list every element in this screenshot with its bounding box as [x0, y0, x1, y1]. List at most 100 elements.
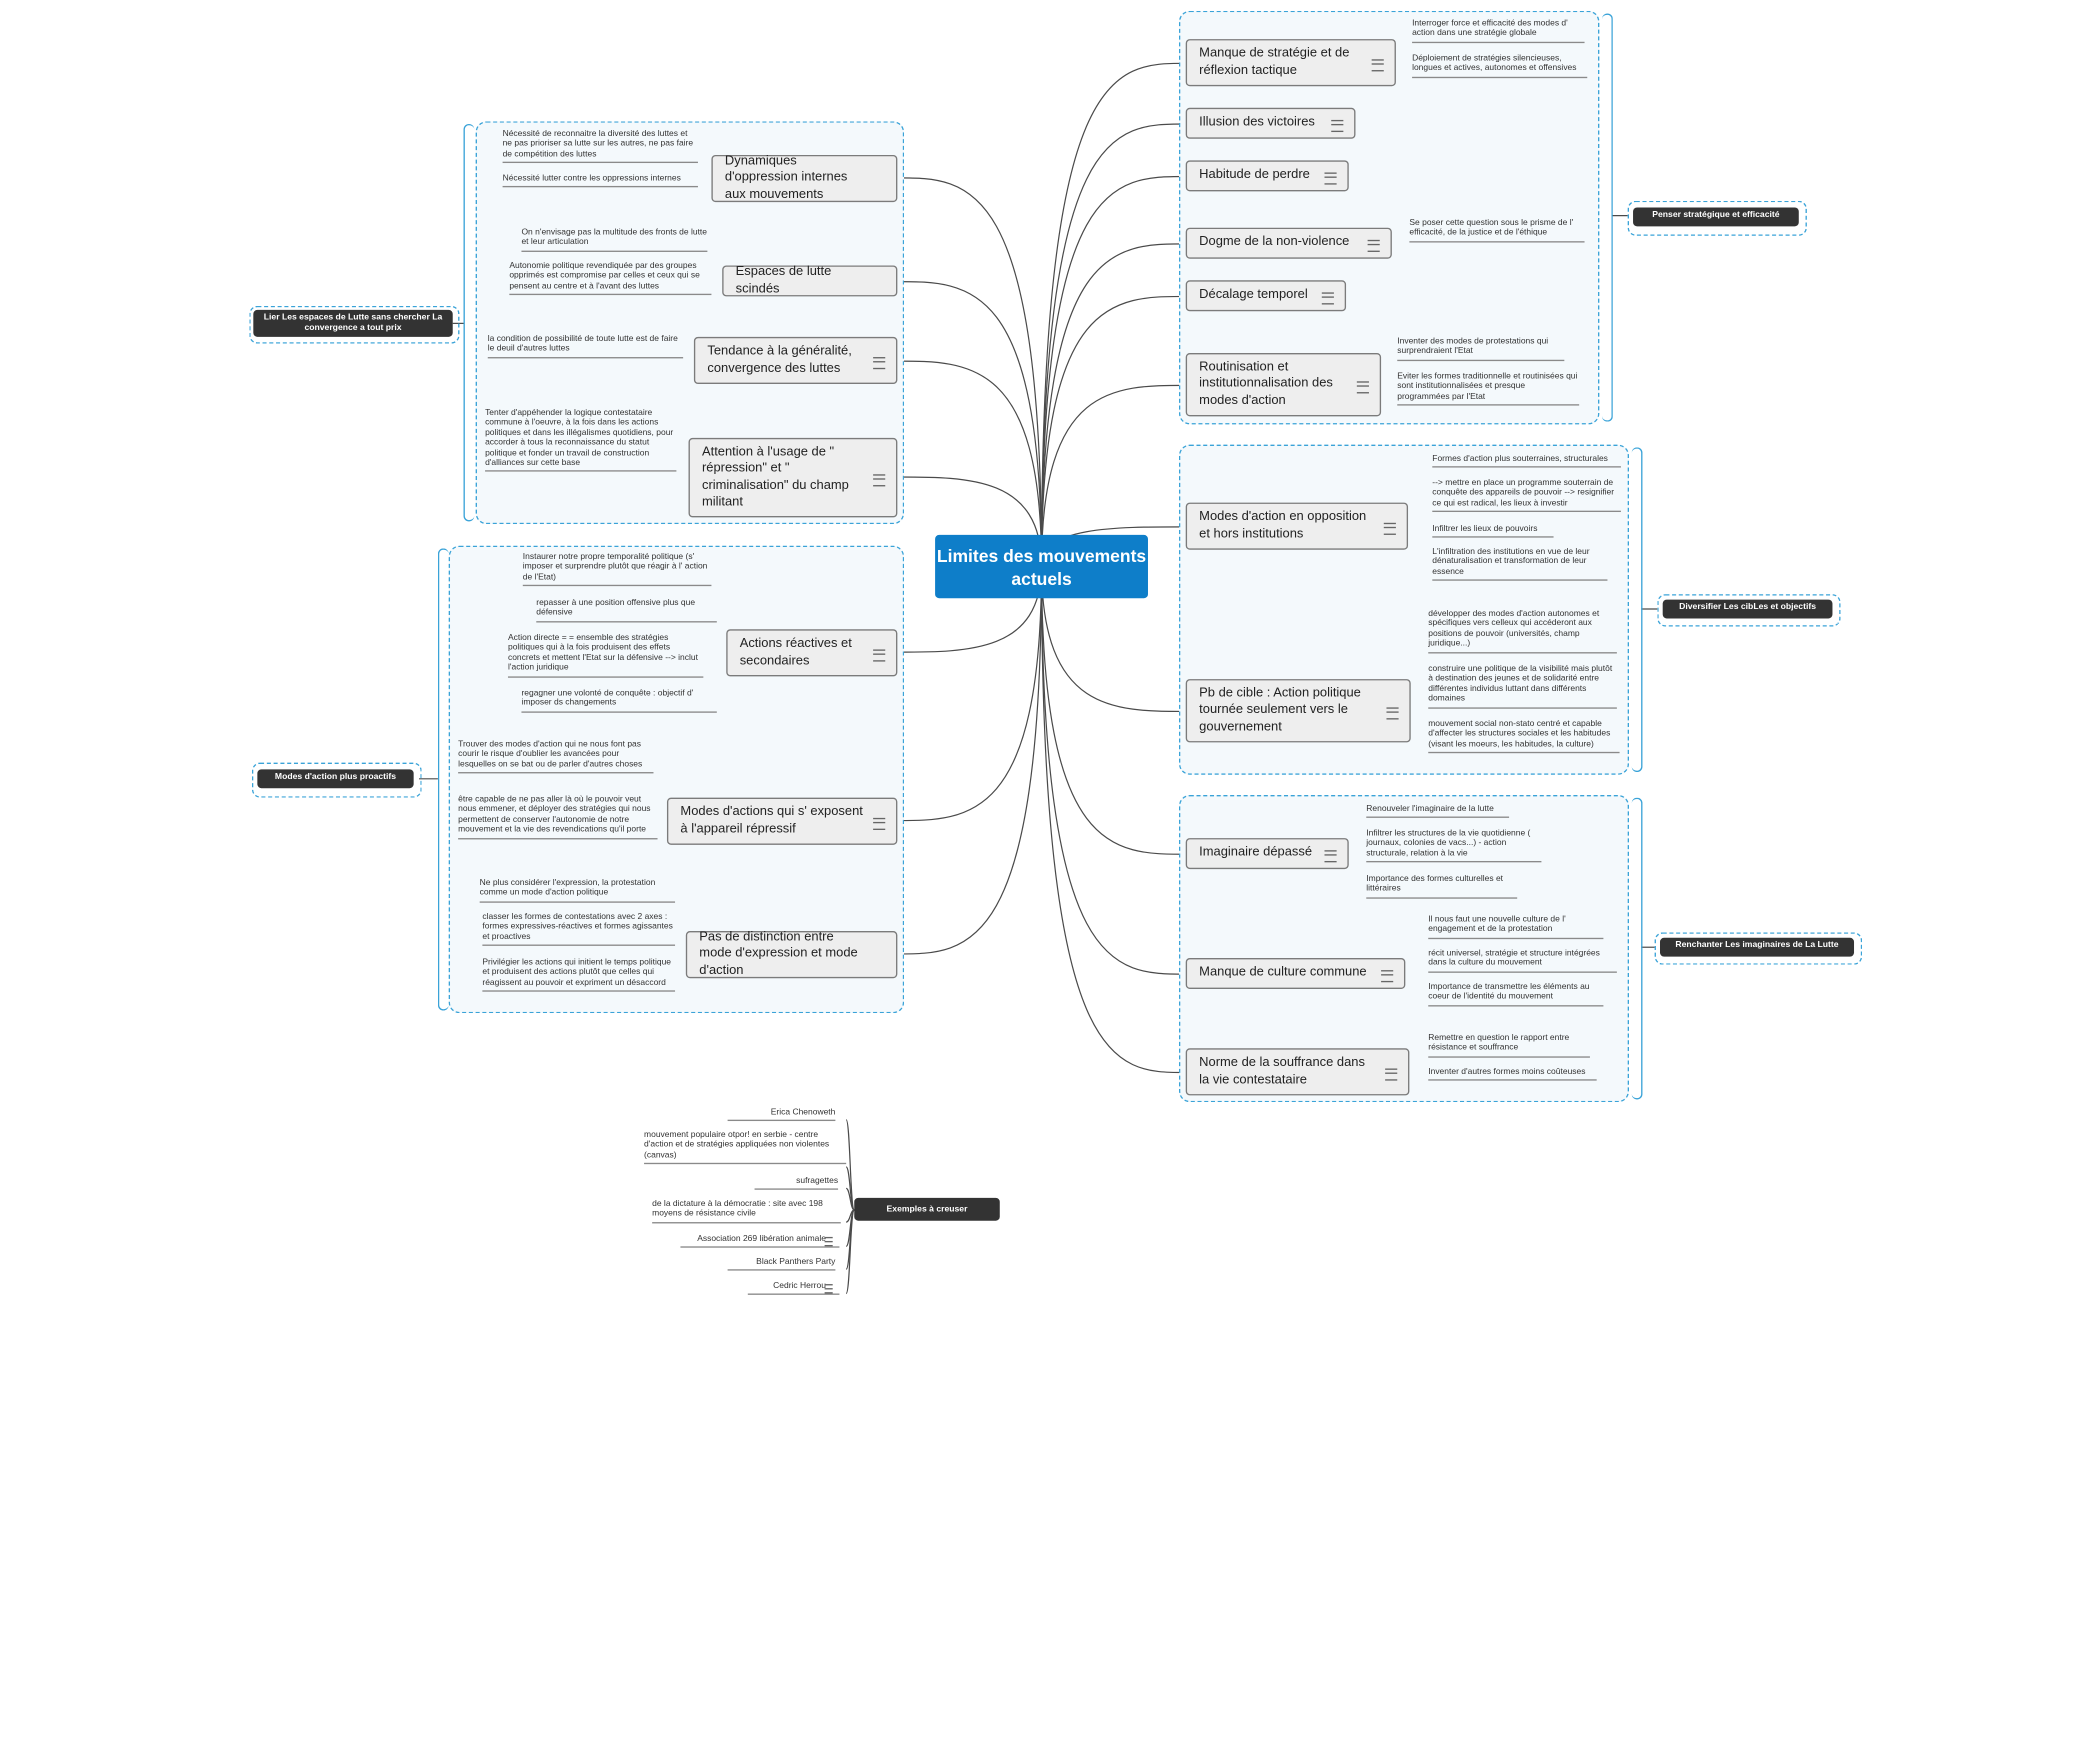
topic-label: Attention à l'usage de " répression" et …: [701, 444, 849, 509]
example-item[interactable]: Erica Chenoweth: [727, 1108, 836, 1122]
topic-attention-repression[interactable]: Attention à l'usage de " répression" et …: [688, 437, 898, 518]
subtopic-connector: [845, 1209, 855, 1295]
subtopic[interactable]: Ne plus considérer l'expression, la prot…: [479, 879, 676, 903]
connector-line: [1040, 243, 1186, 566]
topic-routinisation[interactable]: Routinisation et institutionnalisation d…: [1185, 353, 1382, 417]
topic-label: Routinisation et institutionnalisation d…: [1199, 360, 1333, 408]
topic-manque-strategie[interactable]: Manque de stratégie et de réflexion tact…: [1185, 39, 1396, 87]
central-topic[interactable]: Limites des mouvements actuels: [935, 534, 1148, 599]
subtopic[interactable]: récit universel, stratégie et structure …: [1428, 949, 1617, 973]
example-item[interactable]: Black Panthers Party: [727, 1257, 836, 1272]
topic-decalage-temporel[interactable]: Décalage temporel: [1185, 280, 1347, 312]
label-frame-penser-strategique: [1627, 200, 1807, 236]
subtopic[interactable]: Importance de transmettre les éléments a…: [1428, 982, 1604, 1007]
topic-actions-reactives[interactable]: Actions réactives et secondaires: [726, 629, 898, 677]
connector-line: [1040, 565, 1186, 713]
subtopic[interactable]: --> mettre en place un programme souterr…: [1432, 478, 1621, 513]
subtopic[interactable]: repasser à une position offensive plus q…: [536, 598, 717, 623]
subtopic[interactable]: Formes d'action plus souterraines, struc…: [1432, 454, 1621, 469]
notes-icon: [873, 817, 886, 830]
subtopic[interactable]: Nécessité lutter contre les oppressions …: [502, 174, 698, 188]
group-label-modes-proactifs[interactable]: Modes d'action plus proactifs: [257, 769, 414, 789]
subtopic[interactable]: Interroger force et efficacité des modes…: [1412, 19, 1585, 43]
group-label-diversifier[interactable]: Diversifier Les cibLes et objectifs: [1662, 599, 1833, 619]
subtopic[interactable]: Remettre en question le rapport entre ré…: [1428, 1033, 1590, 1058]
topic-tendance-generalite[interactable]: Tendance à la généralité, convergence de…: [693, 336, 898, 385]
subtopic[interactable]: Infiltrer les structures de la vie quoti…: [1366, 829, 1542, 863]
example-item[interactable]: de la dictature à la démocratie : site a…: [652, 1199, 841, 1224]
connector-line: [1040, 175, 1186, 566]
subtopic[interactable]: Nécessité de reconnaitre la diversité de…: [502, 129, 698, 164]
topic-label: Pas de distinction entre mode d'expressi…: [699, 929, 858, 978]
topic-pb-cible[interactable]: Pb de cible : Action politique tournée s…: [1185, 679, 1411, 743]
bracket-right-1: [1602, 13, 1613, 422]
topic-illusion-victoires[interactable]: Illusion des victoires: [1185, 107, 1356, 139]
subtopic[interactable]: Trouver des modes d'action qui ne nous f…: [458, 740, 654, 774]
connector-line: [1040, 123, 1186, 566]
topic-modes-opposition[interactable]: Modes d'action en opposition et hors ins…: [1185, 502, 1409, 550]
subtopic[interactable]: Autonomie politique revendiquée par des …: [509, 261, 712, 296]
topic-modes-expose[interactable]: Modes d'actions qui s' exposent à l'appa…: [666, 797, 898, 845]
subtopic[interactable]: Tenter d'appéhender la logique contestat…: [485, 408, 677, 473]
subtopic[interactable]: Infiltrer les lieux de pouvoirs: [1432, 524, 1554, 539]
notes-icon: [873, 473, 886, 486]
subtopic[interactable]: L'infiltration des institutions en vue d…: [1432, 547, 1608, 582]
subtopic[interactable]: construire une politique de la visibilit…: [1428, 664, 1617, 709]
connector-line: [897, 360, 1043, 566]
notes-icon: [1356, 380, 1369, 393]
subtopic[interactable]: Renouveler l'imaginaire de la lutte: [1366, 804, 1510, 819]
subtopic[interactable]: Eviter les formes traditionnelle et rout…: [1397, 372, 1580, 406]
subtopic[interactable]: Inventer des modes de protestations qui …: [1397, 337, 1565, 361]
subtopic[interactable]: développer des modes d'action autonomes …: [1428, 609, 1617, 653]
group-label-lier-espaces[interactable]: Lier Les espaces de Lutte sans chercher …: [253, 309, 453, 337]
topic-label: Manque de culture commune: [1199, 965, 1367, 981]
group-label-penser-strategique[interactable]: Penser stratégique et efficacité: [1633, 207, 1799, 227]
subtopic[interactable]: Importance des formes culturelles et lit…: [1366, 874, 1518, 899]
label-frame-lier-espaces: [249, 305, 460, 344]
example-item[interactable]: Association 269 libération animale: [680, 1234, 840, 1249]
example-item[interactable]: Cedric Herrou: [747, 1281, 840, 1296]
notes-icon: [1385, 1067, 1398, 1080]
subtopic[interactable]: On n'envisage pas la multitude des front…: [521, 228, 708, 252]
group-label-renchanter[interactable]: Renchanter Les imaginaires de La Lutte: [1659, 937, 1855, 957]
topic-dynamiques-oppression[interactable]: Dynamiques d'oppression internes aux mou…: [711, 154, 898, 203]
subtopic[interactable]: être capable de ne pas aller là où le po…: [458, 795, 658, 839]
notes-icon: [1371, 58, 1384, 71]
topic-habitude-perdre[interactable]: Habitude de perdre: [1185, 160, 1349, 192]
subtopic[interactable]: Privilégier les actions qui initient le …: [482, 958, 676, 992]
connector-line: [1040, 295, 1186, 566]
topic-label: Modes d'action en opposition et hors ins…: [1199, 509, 1367, 541]
notes-icon: [824, 1236, 833, 1247]
subtopic[interactable]: regagner une volonté de conquête : objec…: [521, 689, 717, 713]
topic-norme-souffrance[interactable]: Norme de la souffrance dans la vie conte…: [1185, 1048, 1410, 1096]
subtopic[interactable]: Instaurer notre propre temporalité polit…: [522, 552, 712, 587]
bracket-left-2: [437, 548, 449, 1011]
topic-pas-distinction[interactable]: Pas de distinction entre mode d'expressi…: [685, 929, 898, 979]
subtopic[interactable]: la condition de possibilité de toute lut…: [487, 334, 684, 359]
notes-icon: [1321, 291, 1334, 304]
examples-topic[interactable]: Exemples à creuser: [854, 1197, 1000, 1221]
subtopic[interactable]: Inventer d'autres formes moins coûteuses: [1428, 1067, 1597, 1082]
topic-dogme-non-violence[interactable]: Dogme de la non-violence: [1185, 227, 1392, 259]
notes-icon: [824, 1284, 833, 1294]
notes-icon: [873, 648, 886, 661]
connector-line: [897, 281, 1043, 566]
example-item[interactable]: mouvement populaire otpor! en serbie - c…: [644, 1130, 847, 1165]
subtopic[interactable]: Déploiement de stratégies silencieuses, …: [1412, 54, 1588, 78]
connector-lines: [419, 45, 1658, 1295]
topic-espaces-scindes[interactable]: Espaces de lutte scindés: [722, 264, 898, 297]
topic-manque-culture[interactable]: Manque de culture commune: [1185, 958, 1406, 989]
connector-line: [1040, 384, 1186, 566]
bracket-right-2: [1631, 447, 1643, 773]
example-item[interactable]: sufragettes: [754, 1176, 839, 1191]
topic-label: Illusion des victoires: [1199, 115, 1315, 130]
subtopic[interactable]: mouvement social non-stato centré et cap…: [1428, 720, 1620, 754]
subtopic[interactable]: Il nous faut une nouvelle culture de l' …: [1428, 915, 1604, 939]
topic-label: Actions réactives et secondaires: [739, 636, 852, 668]
connector-line: [897, 565, 1043, 955]
topic-label: Imaginaire dépassé: [1199, 845, 1313, 861]
subtopic[interactable]: Se poser cette question sous le prisme d…: [1409, 218, 1585, 243]
subtopic[interactable]: Action directe = = ensemble des stratégi…: [507, 633, 704, 678]
subtopic[interactable]: classer les formes de contestations avec…: [482, 912, 676, 947]
topic-imaginaire-depasse[interactable]: Imaginaire dépassé: [1185, 838, 1349, 870]
